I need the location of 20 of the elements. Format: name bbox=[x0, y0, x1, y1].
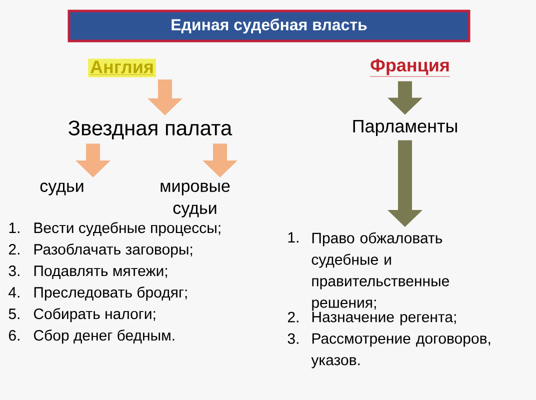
numbered-list: 1. Право обжаловать судебные и правительственные решения; 2. Назначение регента; 3. Рассмотрение договоров, указов. bbox=[288, 232, 490, 368]
list-number: 1. bbox=[9, 222, 20, 233]
institution-label: Звездная палата bbox=[68, 120, 232, 140]
judge-label: судьи bbox=[40, 182, 84, 196]
list-item: Преследовать бродяг; bbox=[34, 286, 187, 301]
country-heading: Франция bbox=[370, 58, 450, 77]
list-item: Подавлять мятежи; bbox=[34, 266, 167, 279]
country-heading: Англия bbox=[88, 58, 156, 78]
list-number: 3. bbox=[8, 266, 20, 276]
institution-label: Парламенты bbox=[353, 120, 457, 136]
list-number: 5. bbox=[8, 308, 20, 320]
list-item: Сбор денег бедным. bbox=[34, 330, 174, 344]
list-number: 4. bbox=[8, 287, 20, 298]
list-item: Вести судебные процессы; bbox=[34, 222, 220, 236]
judge-label: мировые судьи bbox=[160, 182, 230, 218]
title-banner: Единая судебная власть bbox=[68, 10, 470, 42]
list-number: 6. bbox=[8, 330, 20, 341]
list-number: 2. bbox=[8, 244, 20, 254]
list-item: Разоблачать заговоры; bbox=[34, 244, 192, 258]
list-item: Собирать налоги; bbox=[34, 308, 156, 322]
